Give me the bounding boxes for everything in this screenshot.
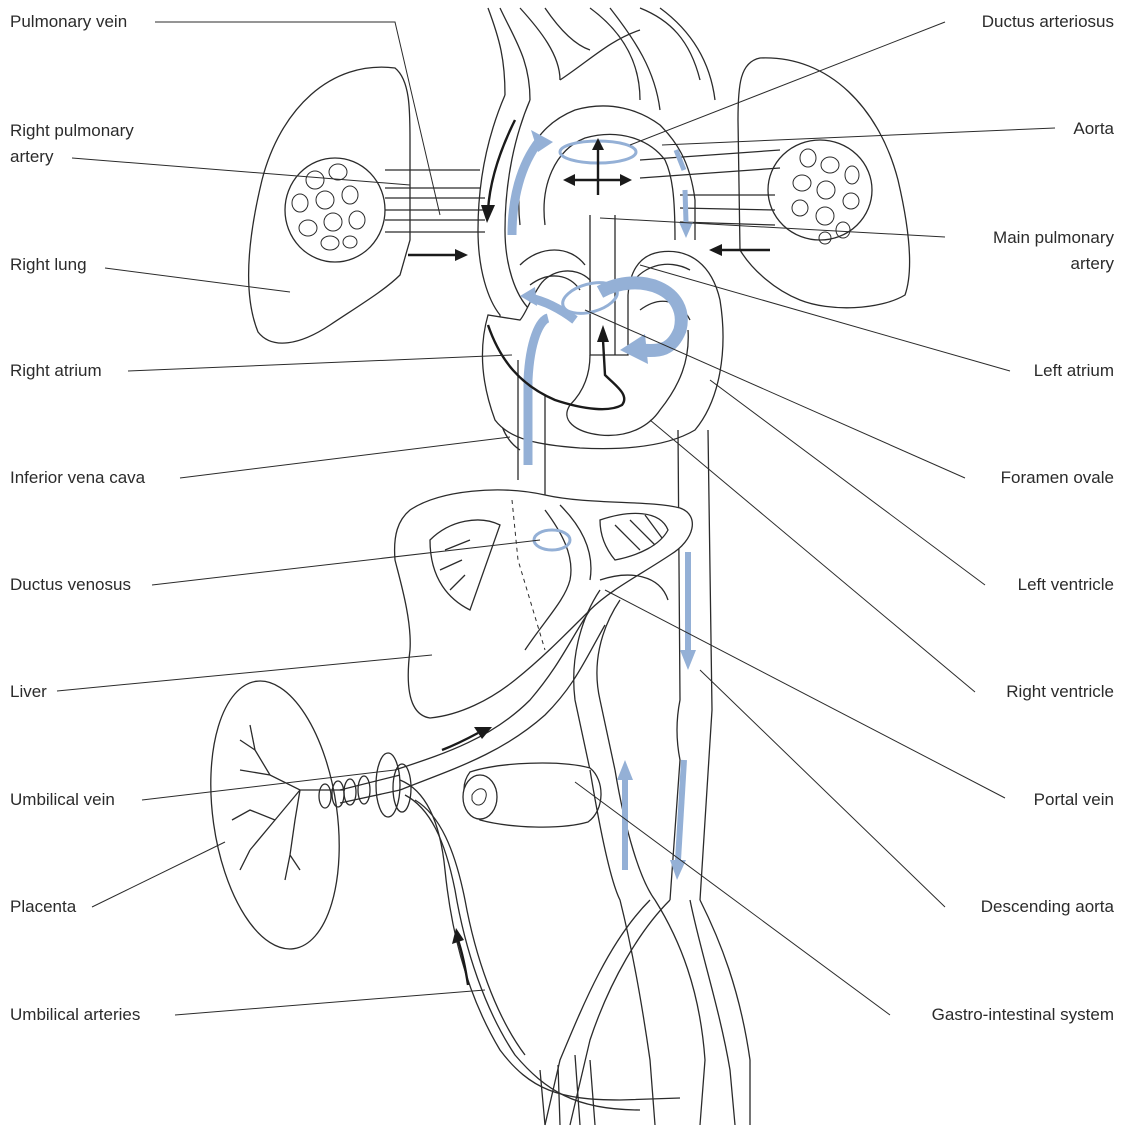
label-right-atrium: Right atrium	[10, 361, 102, 381]
label-main-pulmonary-artery-line1: Main pulmonary	[993, 228, 1114, 248]
right-lung-hilum	[285, 158, 385, 262]
intestine-lumen	[463, 775, 497, 819]
label-left-ventricle: Left ventricle	[1018, 575, 1114, 595]
umbilical-arteries-3	[415, 800, 525, 1055]
label-gastro-intestinal-system: Gastro-intestinal system	[932, 1005, 1114, 1025]
label-right-pulmonary-artery-line2: artery	[10, 147, 53, 167]
aortic-arch	[519, 106, 695, 240]
label-ductus-arteriosus: Ductus arteriosus	[982, 12, 1114, 32]
descending-aorta	[670, 430, 712, 900]
label-umbilical-arteries: Umbilical arteries	[10, 1005, 140, 1025]
label-right-lung: Right lung	[10, 255, 87, 275]
label-left-atrium: Left atrium	[1034, 361, 1114, 381]
left-lung-hilum	[768, 140, 872, 240]
label-aorta: Aorta	[1073, 119, 1114, 139]
label-inferior-vena-cava: Inferior vena cava	[10, 468, 145, 488]
aortic-arch-inner	[544, 134, 675, 240]
label-foramen-ovale: Foramen ovale	[1001, 468, 1114, 488]
label-right-pulmonary-artery-line1: Right pulmonary	[10, 121, 134, 141]
label-liver: Liver	[10, 682, 47, 702]
label-descending-aorta: Descending aorta	[981, 897, 1114, 917]
neck-vessels	[488, 8, 715, 110]
label-placenta: Placenta	[10, 897, 76, 917]
label-ductus-venosus: Ductus venosus	[10, 575, 131, 595]
label-umbilical-vein: Umbilical vein	[10, 790, 115, 810]
label-right-ventricle: Right ventricle	[1006, 682, 1114, 702]
label-portal-vein: Portal vein	[1034, 790, 1114, 810]
label-pulmonary-vein: Pulmonary vein	[10, 12, 127, 32]
label-main-pulmonary-artery-line2: artery	[1071, 254, 1114, 274]
placenta-outline	[195, 673, 355, 958]
